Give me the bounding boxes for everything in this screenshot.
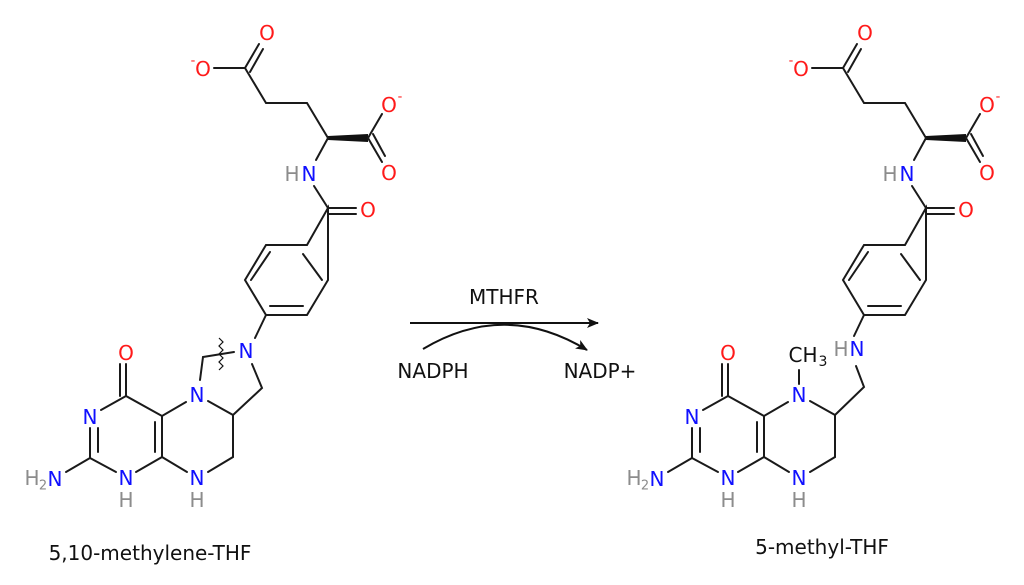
bonds [667,363,866,473]
atom-n5: N [190,383,205,407]
subscript: 2 [641,479,649,494]
atom-n10: N [239,339,254,363]
atom-n-amine: N [650,467,665,491]
atom-o: O [793,57,809,81]
product-name: 5-methyl-THF [755,535,889,559]
atom-o: O [381,93,397,117]
bonds [65,43,386,473]
atom-n5: N [792,383,807,407]
bonds [811,43,984,337]
cofactor-arrow [422,323,588,351]
atom-labels: O O - O - O H N O N O N N N H N H N H 2 [24,21,402,512]
atom-o: O [979,93,995,117]
subscript: 3 [819,354,828,370]
charge: - [789,54,794,69]
wavy-bond-break-icon [218,337,224,371]
atom-n3: N [685,405,700,429]
atom-h: H [284,162,299,186]
atom-n3: N [83,405,98,429]
atom-o: O [360,198,376,222]
charge: - [191,54,196,69]
substrate-structure: O O - O - O H N O N O N N N H N H N H 2 [24,21,402,512]
atom-n: N [900,162,915,186]
atom-n10: N [850,337,865,361]
product-structure-lower: O N N CH 3 H N N H N H N H 2 [626,337,866,512]
atom-h: H [720,488,735,512]
methyl-ch: CH [788,343,817,367]
atom-h: H [189,488,204,512]
cofactor-out-label: NADP+ [564,359,637,383]
atom-n8: N [190,466,205,490]
atom-n: N [302,162,317,186]
atom-h: H [833,337,848,361]
subscript: 2 [39,479,47,494]
atom-h: H [626,466,641,490]
atom-o: O [381,161,397,185]
atom-n8: N [792,466,807,490]
atom-labels: O N N CH 3 H N N H N H N H 2 [626,337,864,512]
atom-o: O [958,198,974,222]
charge: - [398,90,403,105]
atom-o: O [720,341,736,365]
atom-o: O [118,341,134,365]
product-atom-labels-upper: O O - O - O H N O [789,21,1001,222]
atom-h: H [24,466,39,490]
atom-h: H [791,488,806,512]
reaction-arrow: MTHFR NADPH NADP+ [397,285,636,383]
atom-o: O [979,161,995,185]
atom-n1: N [721,466,736,490]
atom-h: H [118,488,133,512]
substrate-name: 5,10-methylene-THF [49,541,252,565]
atom-h: H [882,162,897,186]
atom-o: O [857,21,873,45]
enzyme-label: MTHFR [469,285,539,309]
atom-o: O [195,57,211,81]
charge: - [996,90,1001,105]
product-structure [811,43,984,337]
atom-n1: N [119,466,134,490]
cofactor-in-label: NADPH [397,359,468,383]
atom-n-amine: N [48,467,63,491]
atom-o: O [259,21,275,45]
